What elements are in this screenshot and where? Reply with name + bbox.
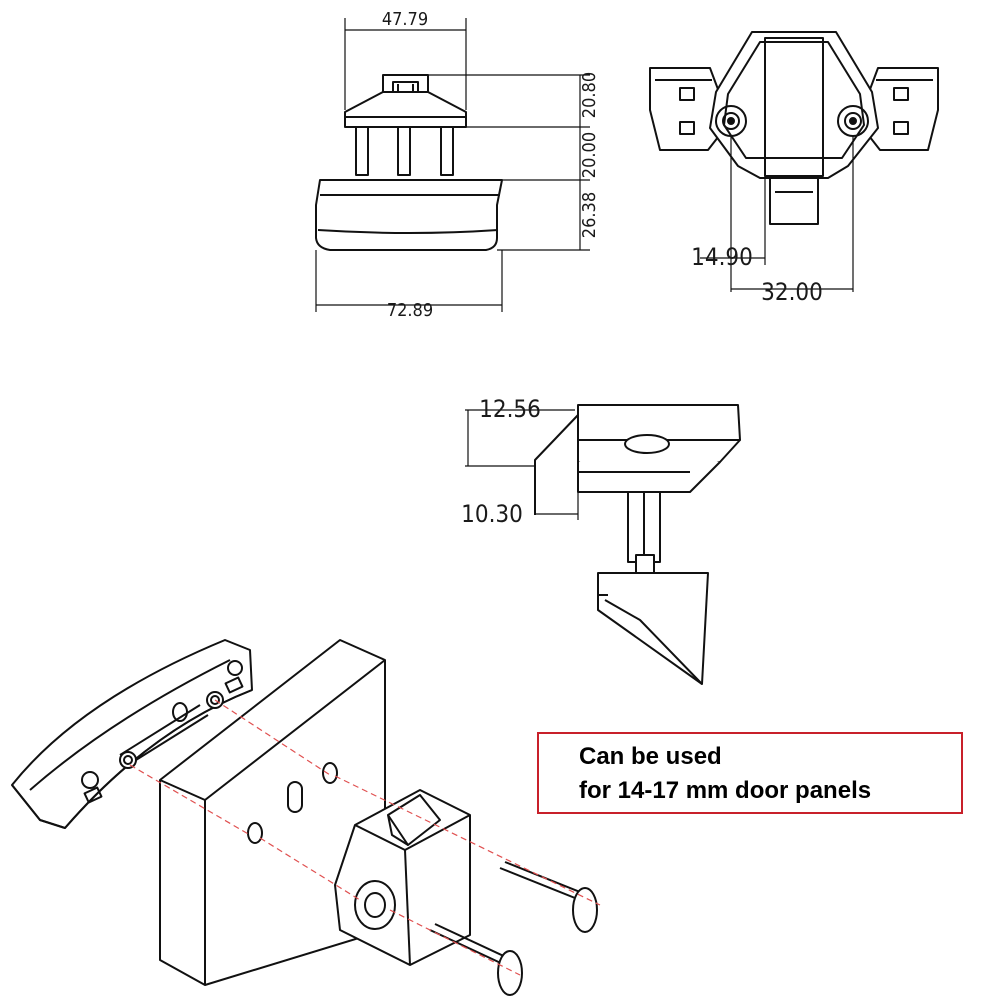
dim-hole-spacing: 32.00 [761,278,823,306]
dim-side-offset: 10.30 [461,500,523,528]
dim-side-depth: 12.56 [479,395,541,423]
usage-callout: Can be used for 14-17 mm door panels [537,732,963,814]
dim-height-c: 26.38 [579,192,600,238]
side-view [534,404,741,685]
top-dimension-lines [700,136,854,292]
alignment-guides [129,699,601,976]
assembly-view [11,639,598,996]
dim-hole-offset: 14.90 [691,243,753,271]
dim-bottom-width: 72.89 [387,300,433,321]
top-view [649,31,939,225]
callout-line-2: for 14-17 mm door panels [579,777,872,804]
dim-height-a: 20.80 [579,72,600,118]
side-dimension-lines [465,409,579,520]
front-view [315,74,503,251]
callout-line-1: Can be used [579,743,722,770]
dim-top-width: 47.79 [382,9,428,30]
dim-height-b: 20.00 [579,132,600,178]
dimension-labels: 47.79 20.80 20.00 26.38 72.89 14.90 32.0… [382,9,823,528]
front-dimension-lines [315,18,590,312]
